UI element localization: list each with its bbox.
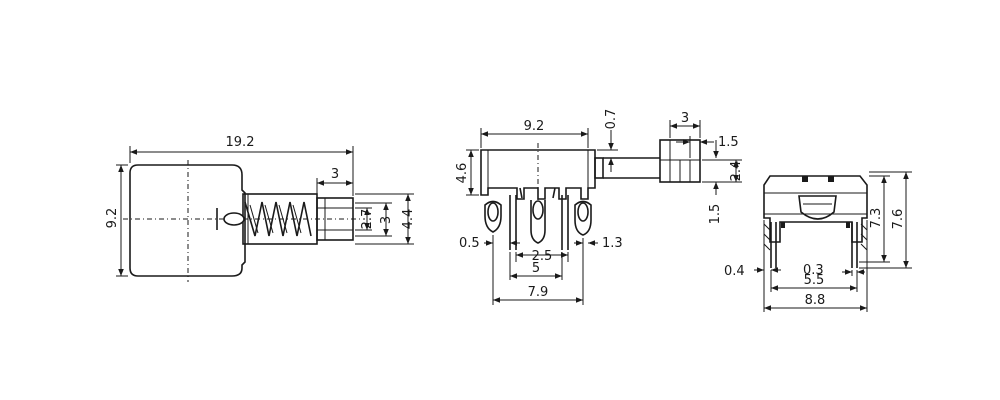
end-actuator	[798, 195, 837, 220]
end-view: 7.3 7.6 0.4 0.3 5.5 8.8	[724, 171, 912, 312]
front-view: 19.2 9.2 3 2.7 3 4.4	[105, 135, 416, 282]
dim-outer-height: 7.6	[891, 209, 906, 230]
dim-tab-offset: 1.5	[718, 135, 739, 150]
dim-overall-width: 8.8	[805, 293, 826, 308]
dim-plunger-outer: 4.4	[401, 209, 416, 230]
dim-plunger-inner: 2.7	[360, 209, 375, 230]
dim-pin-offset-left: 0.4	[724, 264, 745, 279]
dim-pin-pitch: 2.5	[532, 249, 553, 264]
dim-tab-height: 2.4	[729, 161, 744, 182]
dim-pin-right: 1.3	[602, 236, 623, 251]
dim-plunger-mid: 3	[379, 216, 394, 224]
dim-pin-span: 5	[532, 261, 540, 276]
side-body-outline	[480, 149, 596, 200]
side-pin-1	[484, 200, 502, 233]
side-pin-3	[574, 200, 592, 236]
plunger-shaft	[316, 197, 354, 241]
side-view: 9.2 4.6 0.7 3 1.5 2.4 1.5	[455, 109, 744, 305]
dim-top-width: 9.2	[524, 119, 545, 134]
dim-tab-width: 3	[681, 111, 689, 126]
dim-base-width: 7.9	[528, 285, 549, 300]
dim-pin-left: 0.5	[459, 236, 480, 251]
dim-body-height: 4.6	[455, 163, 470, 184]
dim-body-height: 9.2	[105, 208, 120, 229]
dim-pin-thickness: 0.3	[803, 263, 824, 278]
dim-pin-row-width: 5.5	[804, 273, 825, 288]
front-body-outline	[129, 164, 246, 277]
dim-tab-drop: 1.5	[708, 204, 723, 225]
dim-plunger-step: 3	[331, 167, 339, 182]
dim-inner-height: 7.3	[869, 208, 884, 229]
dim-overall-length: 19.2	[226, 135, 255, 150]
contact-rivet	[223, 212, 245, 226]
dim-top-gap: 0.7	[604, 109, 619, 130]
spring	[244, 201, 312, 237]
